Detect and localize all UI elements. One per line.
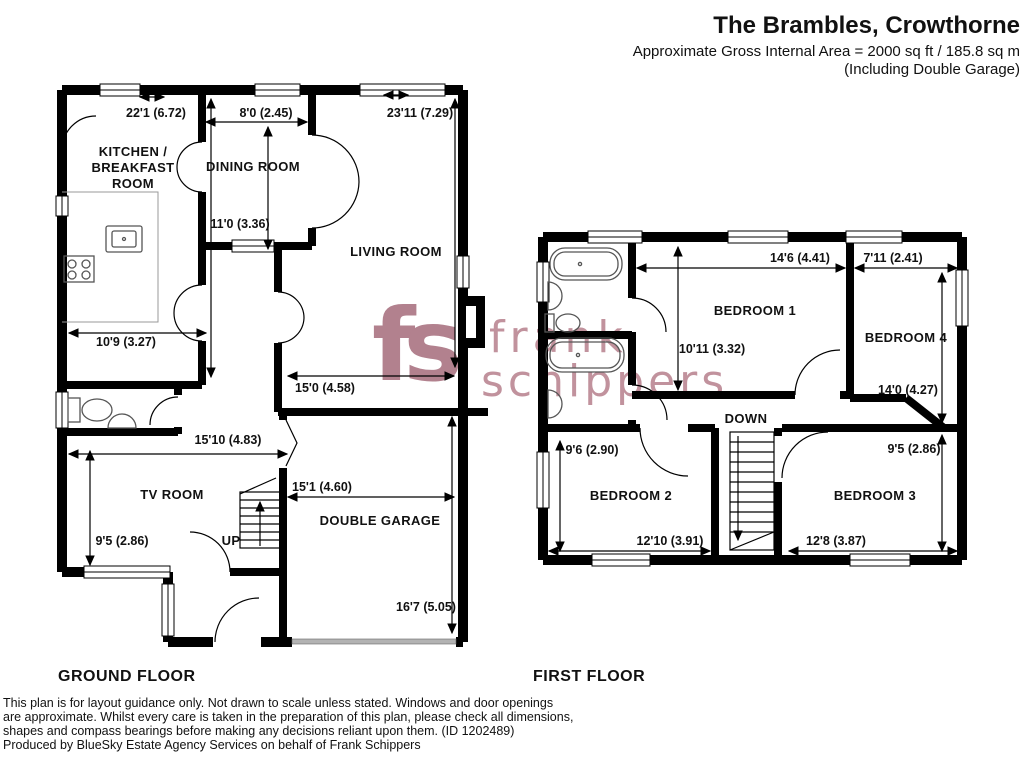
window <box>536 451 550 509</box>
room-label-garage: DOUBLE GARAGE <box>320 513 441 528</box>
dimension-label: 8'0 (2.45) <box>239 106 292 120</box>
door-arc <box>311 134 360 229</box>
room-label-bed3: BEDROOM 3 <box>834 488 916 503</box>
wash-basin <box>547 389 563 419</box>
bifold-door <box>285 419 298 467</box>
door-arc <box>277 291 305 344</box>
dimension-label: 14'6 (4.41) <box>770 251 830 265</box>
room-label-bed1: BEDROOM 1 <box>714 303 796 318</box>
window <box>456 255 470 289</box>
window <box>254 83 301 97</box>
door-arc <box>61 115 97 151</box>
door-arc <box>149 396 179 426</box>
dimension-label: 11'0 (3.36) <box>210 217 269 231</box>
toilet <box>67 397 113 423</box>
dimension-label: 12'8 (3.87) <box>806 534 866 548</box>
window <box>591 553 651 567</box>
dimension-label: 9'5 (2.86) <box>95 534 148 548</box>
window <box>845 230 903 244</box>
page-title: The Brambles, Crowthorne <box>713 12 1020 39</box>
first-floor-plan: BEDROOM 1 BEDROOM 4 BEDROOM 2 BEDROOM 3 … <box>536 230 969 567</box>
dimension-label: 22'1 (6.72) <box>126 106 186 120</box>
room-label-kitchen: KITCHEN / <box>99 144 168 159</box>
kitchen-counter <box>62 191 159 323</box>
room-label-living: LIVING ROOM <box>350 244 442 259</box>
producer-line: Produced by BlueSky Estate Agency Servic… <box>3 738 421 752</box>
window <box>727 230 789 244</box>
room-label-tv: TV ROOM <box>140 487 203 502</box>
door-arc <box>639 427 689 477</box>
dimension-label: 9'6 (2.90) <box>565 443 618 457</box>
dimension-label: 10'9 (3.27) <box>96 335 156 349</box>
window <box>955 269 969 327</box>
door-arc <box>214 597 260 643</box>
door-arc <box>631 297 667 333</box>
dimension-label: 15'0 (4.58) <box>295 381 355 395</box>
dimension-label: 16'7 (5.05) <box>396 600 456 614</box>
dimension-label: 7'11 (2.41) <box>863 251 922 265</box>
area-subtitle: Approximate Gross Internal Area = 2000 s… <box>632 43 1020 60</box>
room-label-kitchen: ROOM <box>112 176 154 191</box>
room-label-dining: DINING ROOM <box>206 159 300 174</box>
door-arc <box>631 384 668 421</box>
first-floor-caption: FIRST FLOOR <box>533 668 646 685</box>
window <box>587 230 643 244</box>
stairs-up <box>239 477 281 549</box>
dimension-label: 12'10 (3.91) <box>637 534 704 548</box>
dimension-label: 15'10 (4.83) <box>195 433 262 447</box>
dimension-label: 23'11 (7.29) <box>387 106 453 120</box>
door-arc <box>176 141 203 193</box>
ground-floor-plan: KITCHEN / BREAKFAST ROOM DINING ROOM LIV… <box>55 83 488 648</box>
window <box>849 553 911 567</box>
front-door-opening <box>213 636 261 648</box>
disclaimer-line-3: shapes and compass bearings before makin… <box>3 724 515 738</box>
chimney-flue <box>466 306 476 338</box>
dimension-label: 9'5 (2.86) <box>887 442 940 456</box>
stairs-down <box>729 431 775 551</box>
room-label-bed4: BEDROOM 4 <box>865 330 948 345</box>
dimension-label: 14'0 (4.27) <box>878 383 938 397</box>
stairs-up-label: UP <box>222 533 241 548</box>
door-arc <box>189 531 231 573</box>
dimension-label: 15'1 (4.60) <box>292 480 352 494</box>
door-arc <box>781 431 829 479</box>
dimension-label: 10'11 (3.32) <box>679 342 745 356</box>
wash-basin <box>547 281 563 311</box>
window <box>359 83 446 97</box>
inner-walls <box>543 237 962 560</box>
window <box>161 583 175 637</box>
ground-floor-caption: GROUND FLOOR <box>58 668 196 685</box>
toilet <box>544 313 581 333</box>
door-arc <box>794 349 841 396</box>
window <box>55 195 69 217</box>
window <box>536 261 550 303</box>
bathtub <box>545 337 625 373</box>
bathtub <box>549 247 623 281</box>
room-label-bed2: BEDROOM 2 <box>590 488 672 503</box>
window <box>55 391 69 429</box>
area-subtitle-2: (Including Double Garage) <box>844 61 1020 78</box>
wash-basin <box>107 413 137 429</box>
room-label-kitchen: BREAKFAST <box>91 160 174 175</box>
stove <box>63 255 95 283</box>
disclaimer-line-2: are approximate. Whilst every care is ta… <box>3 710 574 724</box>
disclaimer-line-1: This plan is for layout guidance only. N… <box>3 696 554 710</box>
garage-door <box>291 636 457 648</box>
window <box>83 565 171 579</box>
stairs-down-label: DOWN <box>725 411 768 426</box>
kitchen-sink <box>105 225 143 253</box>
window <box>99 83 141 97</box>
